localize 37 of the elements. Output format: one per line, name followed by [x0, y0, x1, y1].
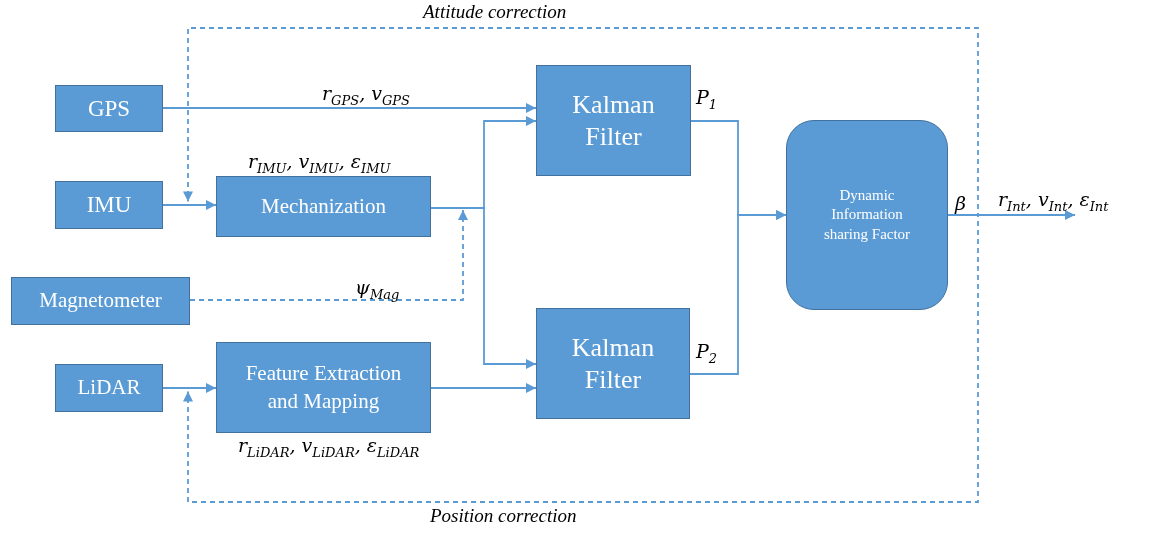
edge-label: ψ$_{Mag}$ — [355, 278, 400, 301]
process-box — [55, 364, 163, 412]
arrow — [430, 383, 537, 393]
box-label: IMU — [86, 191, 132, 220]
dashed-arrow — [183, 27, 979, 216]
arrow — [689, 210, 787, 375]
edge-label: P$_{2}$ — [696, 342, 718, 365]
dashed-arrow — [189, 209, 468, 301]
edge-label: Attitude correction — [423, 2, 567, 21]
box-label: Magnetometer — [39, 287, 162, 315]
edge-label: P$_{1}$ — [696, 88, 718, 111]
edge-label: Position correction — [430, 506, 577, 525]
rounded-process-box — [786, 120, 948, 310]
edge-label: r$_{GPS}$, v$_{GPS}$ — [322, 84, 410, 107]
arrow — [162, 200, 217, 210]
arrow — [162, 383, 217, 393]
signal-label: r$_{LiDAR}$, v$_{LiDAR}$, ε$_{LiDAR}$ — [238, 436, 420, 459]
process-box — [55, 85, 163, 132]
box-label: Feature Extraction and Mapping — [244, 360, 403, 415]
process-box — [11, 277, 190, 325]
box-label: Kalman Filter — [571, 89, 656, 152]
box-label: Mechanization — [261, 192, 386, 220]
signal-label: β — [955, 194, 966, 213]
box-label: Kalman Filter — [570, 332, 656, 395]
signal-label: r$_{IMU}$, v$_{IMU}$, ε$_{IMU}$ — [248, 152, 391, 175]
arrow — [162, 103, 537, 113]
box-label: LiDAR — [77, 374, 141, 402]
edge-label: r$_{Int}$, v$_{Int}$, ε$_{Int}$ — [998, 190, 1109, 213]
process-box — [216, 342, 431, 433]
box-label: GPS — [87, 94, 131, 123]
process-box — [55, 181, 163, 229]
process-box — [536, 308, 690, 419]
dashed-arrow — [183, 214, 979, 503]
box-label: Dynamic Information sharing Factor — [822, 185, 912, 244]
process-box — [536, 65, 691, 176]
arrow — [430, 207, 537, 369]
process-box — [216, 176, 431, 237]
